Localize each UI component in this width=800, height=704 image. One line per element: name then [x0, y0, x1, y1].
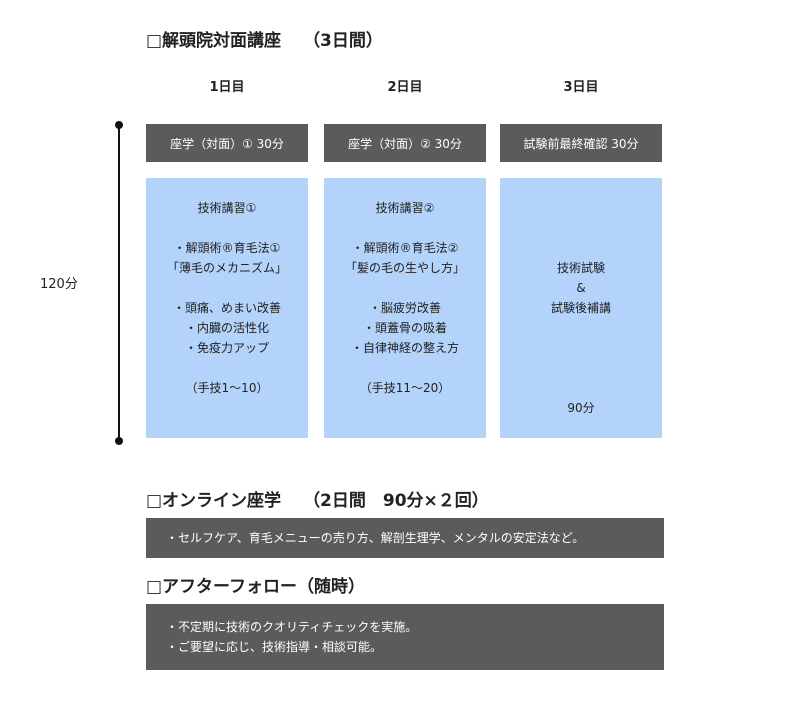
online-subtitle: （2日間 90分×２回） [303, 491, 489, 511]
day-2-lecture-label: 座学（対面）② 30分 [348, 136, 462, 151]
day-3-header: 3日目 [563, 80, 599, 95]
day-2-practice-topic: ・解頭術®育毛法② [351, 241, 459, 255]
day-1-practice-item: ・頭痛、めまい改善 [172, 301, 281, 315]
in-person-course-title: □解頭院対面講座 （3日間） [146, 26, 383, 51]
day-3-lecture-box: 試験前最終確認 30分 [500, 124, 662, 162]
timeline-start-dot [115, 121, 123, 129]
timeline-bar [118, 125, 120, 441]
in-person-subtitle: （3日間） [303, 31, 383, 51]
day-1-header: 1日目 [209, 80, 245, 95]
day-3-practice-box: 技術試験 & 試験後補講 90分 [500, 178, 662, 438]
day-3-exam-label: 技術試験 [556, 261, 605, 275]
day-2-practice-item: ・脳疲労改善 [368, 301, 441, 315]
followup-content-box: ・不定期に技術のクオリティチェックを実施。 ・ご要望に応じ、技術指導・相談可能。 [146, 604, 664, 670]
day-1-practice-topic-sub: 「薄毛のメカニズム」 [166, 261, 287, 275]
day-3-duration-label: 90分 [567, 401, 595, 415]
day-2-lecture-box: 座学（対面）② 30分 [324, 124, 486, 162]
day-2-practice-item: ・頭蓋骨の吸着 [362, 321, 447, 335]
day-1-practice-box: 技術講習① ・解頭術®育毛法① 「薄毛のメカニズム」 ・頭痛、めまい改善 ・内臓… [146, 178, 308, 438]
day-1-lecture-label: 座学（対面）① 30分 [170, 136, 284, 151]
day-2-practice-note: （手技11〜20） [359, 381, 451, 395]
followup-title: □アフターフォロー（随時） [146, 577, 366, 597]
day-3-supplementary-label: 試験後補講 [550, 301, 611, 315]
online-title-text: □オンライン座学 [146, 491, 282, 511]
followup-content-line: ・ご要望に応じ、技術指導・相談可能。 [166, 640, 383, 654]
day-1-practice-item: ・内臓の活性化 [184, 321, 269, 335]
day-2-header: 2日目 [387, 80, 423, 95]
day-2-practice-box: 技術講習② ・解頭術®育毛法② 「髪の毛の生やし方」 ・脳疲労改善 ・頭蓋骨の吸… [324, 178, 486, 438]
timeline-duration-label: 120分 [40, 277, 78, 292]
day-2-practice-topic-sub: 「髪の毛の生やし方」 [344, 261, 465, 275]
day-2-practice-title: 技術講習② [375, 201, 435, 215]
in-person-title-text: □解頭院対面講座 [146, 31, 282, 51]
day-3-ampersand: & [576, 281, 586, 295]
day-1-lecture-box: 座学（対面）① 30分 [146, 124, 308, 162]
online-content-box: ・セルフケア、育毛メニューの売り方、解剖生理学、メンタルの安定法など。 [146, 518, 664, 558]
day-3-lecture-label: 試験前最終確認 30分 [523, 136, 639, 151]
day-1-practice-topic: ・解頭術®育毛法① [173, 241, 281, 255]
day-1-practice-item: ・免疫力アップ [184, 341, 269, 355]
followup-content-line: ・不定期に技術のクオリティチェックを実施。 [166, 620, 418, 634]
online-course-title: □オンライン座学 （2日間 90分×２回） [146, 486, 489, 511]
timeline-end-dot [115, 437, 123, 445]
day-2-practice-item: ・自律神経の整え方 [350, 341, 459, 355]
online-content-line: ・セルフケア、育毛メニューの売り方、解剖生理学、メンタルの安定法など。 [166, 531, 585, 545]
day-1-practice-note: （手技1〜10） [185, 381, 269, 395]
day-1-practice-title: 技術講習① [197, 201, 257, 215]
